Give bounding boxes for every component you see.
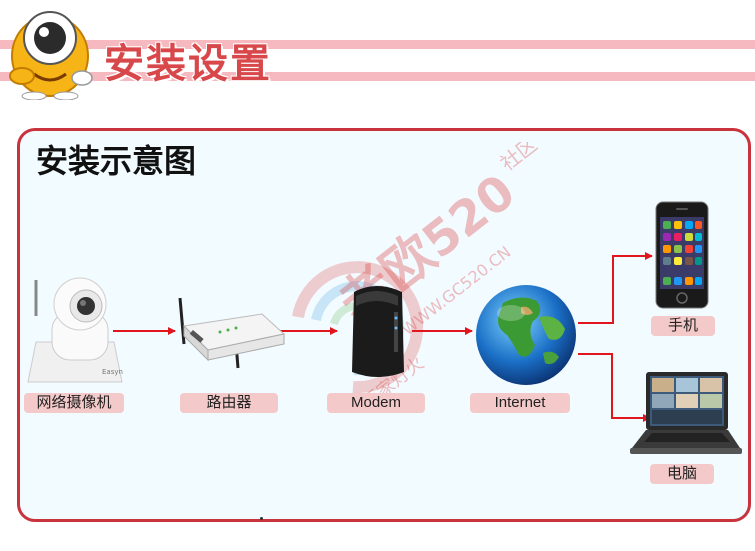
label-camera: 网络摄像机 [24, 393, 124, 413]
smartphone-icon [655, 201, 709, 309]
label-internet: Internet [470, 393, 570, 413]
router-icon [178, 298, 286, 369]
modem-icon [352, 286, 404, 377]
mascot-icon [9, 11, 93, 100]
label-phone: 手机 [651, 316, 715, 336]
page-title: 安装设置 [104, 41, 272, 87]
label-modem: Modem [327, 393, 425, 413]
laptop-icon [630, 372, 742, 454]
header-stripe-top [0, 40, 755, 49]
globe-icon [476, 285, 576, 385]
ip-camera-icon: Easyn [27, 277, 123, 383]
label-laptop: 电脑 [650, 464, 714, 484]
decorative-dot [260, 517, 263, 520]
label-router: 路由器 [180, 393, 278, 413]
header-stripe-bottom [0, 72, 755, 81]
watermark-side-text: 社区 [496, 142, 538, 176]
svg-text:Easyn: Easyn [102, 368, 123, 376]
panel-title: 安装示意图 [36, 142, 197, 180]
